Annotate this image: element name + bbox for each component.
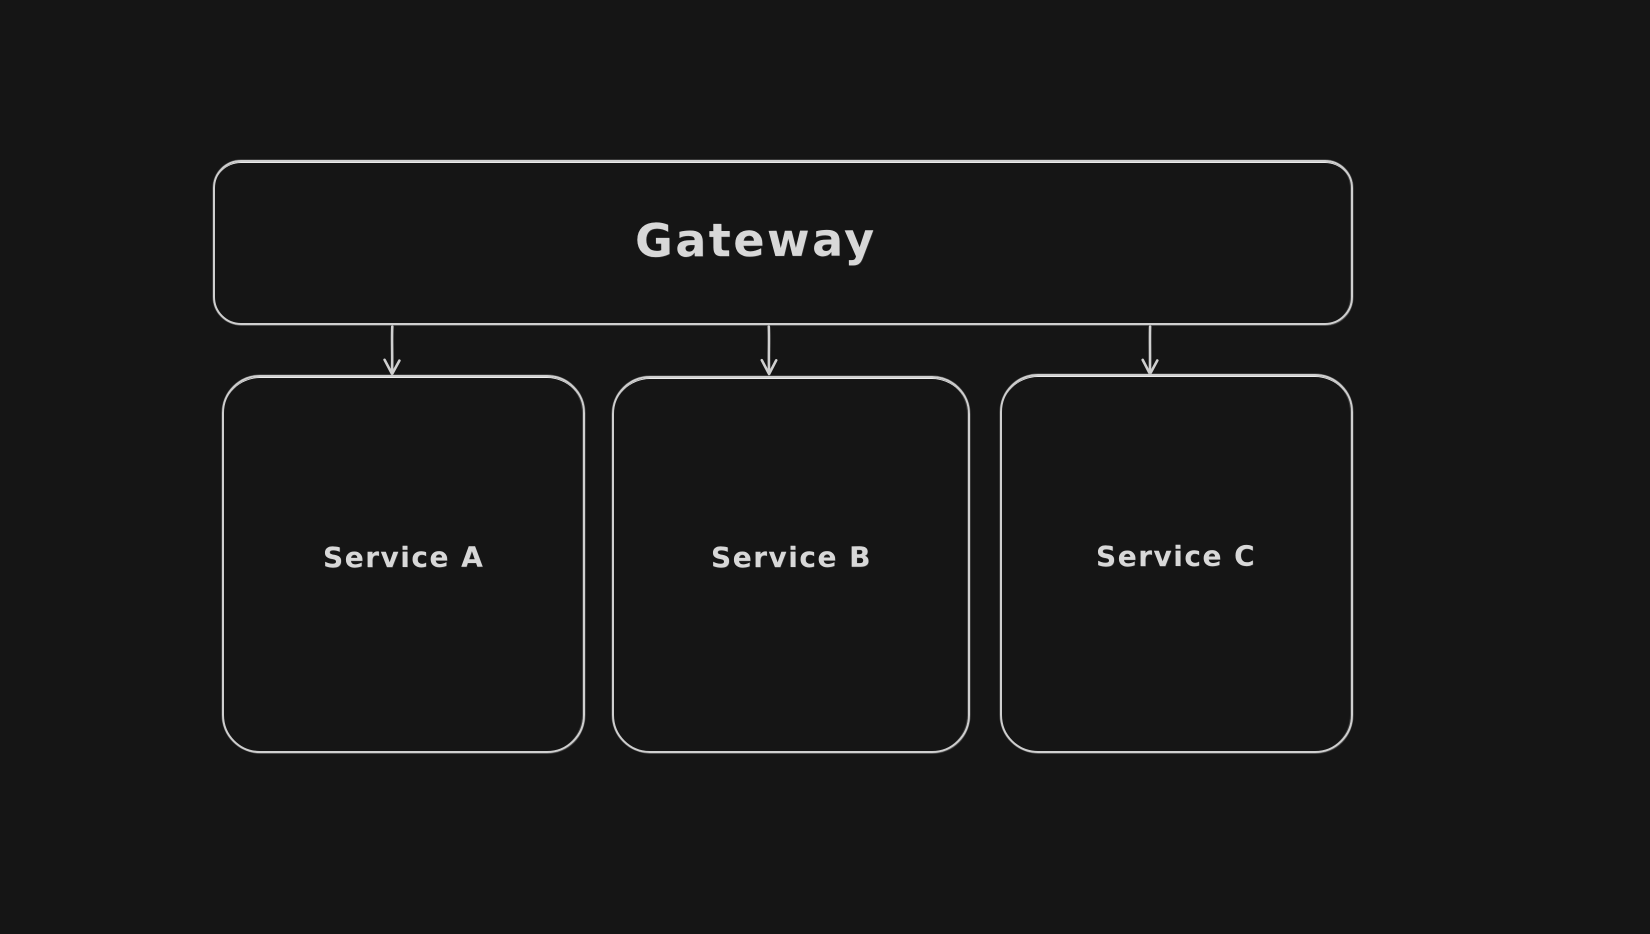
node-gateway[interactable]: Gateway [213,160,1353,325]
node-service-a-label: Service A [322,540,485,574]
node-service-c[interactable]: Service C [1000,374,1353,753]
arrow-gateway-to-service-c[interactable] [1137,325,1163,376]
node-service-c-label: Service C [1096,539,1257,574]
arrow-gateway-to-service-b[interactable] [756,325,782,376]
node-gateway-label: Gateway [635,211,877,268]
node-service-a[interactable]: Service A [222,375,585,753]
node-service-b[interactable]: Service B [612,376,970,753]
arrow-gateway-to-service-a[interactable] [379,325,405,376]
node-service-b-label: Service B [710,540,872,575]
